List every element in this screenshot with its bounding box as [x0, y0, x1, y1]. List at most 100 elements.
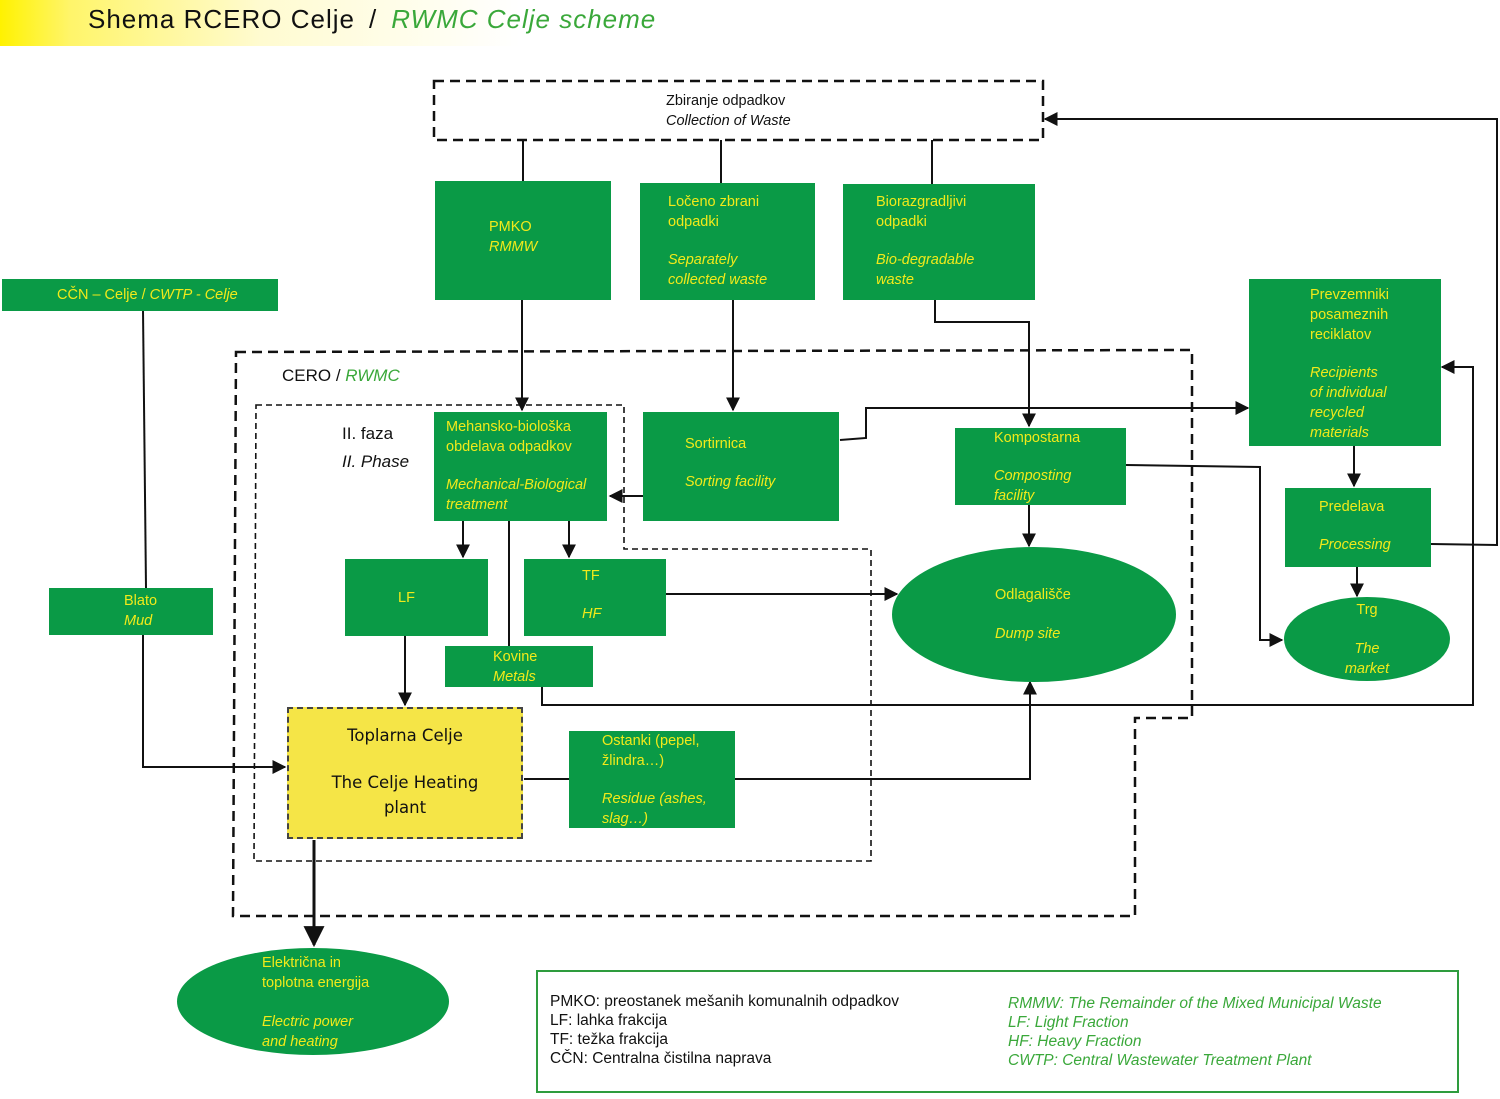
energy-label-en1: Electric power — [262, 1014, 354, 1030]
ccn-label-en: CWTP - Celje — [149, 287, 238, 303]
separate-label-en1: Separately — [668, 252, 738, 268]
recipients-label-en3: recycled — [1310, 405, 1364, 421]
phase-label-sl: II. faza — [342, 424, 394, 443]
residue-label-en1: Residue (ashes, — [602, 791, 707, 807]
compost-box: Kompostarna Composting facility — [955, 428, 1126, 505]
legend-row-lf: LF: lahka frakcija — [550, 1012, 668, 1029]
market-ellipse: Trg The market — [1284, 597, 1450, 681]
arrow-metals-recipients — [541, 360, 1474, 706]
arrow-compost-market — [1125, 464, 1284, 647]
dump-label-en: Dump site — [995, 626, 1061, 642]
heating-label-en1: The Celje Heating — [331, 773, 479, 792]
mbt-label-en2: treatment — [446, 497, 508, 513]
legend-row-tf: TF: težka frakcija — [550, 1031, 668, 1048]
page-title: Shema RCERO Celje/RWMC Celje scheme — [88, 4, 656, 35]
recipients-label-en4: materials — [1310, 425, 1369, 441]
legend-row-ccn: CČN: Centralna čistilna naprava — [550, 1050, 772, 1067]
separate-collection-box: Ločeno zbrani odpadki Separately collect… — [640, 183, 815, 300]
pmko-label-en: RMMW — [489, 239, 538, 255]
recipients-label-sl1: Prevzemniki — [1310, 287, 1389, 303]
legend-row-pmko: PMKO: preostanek mešanih komunalnih odpa… — [550, 993, 899, 1010]
metals-label-en: Metals — [493, 669, 536, 685]
arrow-bio-compost — [934, 300, 1036, 428]
arrow-processing-collection — [1043, 112, 1498, 547]
energy-label-sl2: toplotna energija — [262, 975, 370, 991]
ccn-box: CČN – Celje / CWTP - Celje — [2, 279, 278, 311]
collection-label-en: Collection of Waste — [666, 113, 791, 129]
dump-label-sl: Odlagališče — [995, 587, 1071, 603]
arrow-sorting-recipients — [839, 401, 1250, 441]
separate-label-en2: collected waste — [668, 272, 768, 288]
residue-label-sl2: žlindra…) — [602, 753, 665, 769]
legend-row-cwtp: CWTP: Central Wastewater Treatment Plant — [1008, 1052, 1312, 1069]
legend-slovene: PMKO: preostanek mešanih komunalnih odpa… — [550, 992, 899, 1068]
recipients-box: Prevzemniki posameznih reciklatov Recipi… — [1249, 279, 1441, 446]
bio-waste-box: Biorazgradljivi odpadki Bio-degradable w… — [843, 184, 1035, 300]
arrow-residue-dump — [735, 680, 1037, 780]
tf-label-sl: TF — [582, 568, 600, 584]
collection-dashed-border — [432, 79, 1045, 142]
market-label-en1: The — [1354, 641, 1380, 657]
mud-box: Blato Mud — [49, 588, 213, 635]
lf-box: LF — [345, 559, 488, 636]
mud-label-en: Mud — [124, 613, 153, 629]
recipients-label-en1: Recipients — [1310, 365, 1378, 381]
arrow-ccn-mud — [142, 309, 147, 589]
cero-label: CERO / RWMC — [282, 366, 400, 386]
cero-label-en: RWMC — [345, 366, 400, 385]
recipients-label-sl2: posameznih — [1310, 307, 1389, 323]
legend-row-light-fraction: LF: Light Fraction — [1008, 1014, 1129, 1031]
bio-label-en1: Bio-degradable — [876, 252, 975, 268]
recipients-label-sl3: reciklatov — [1310, 327, 1372, 343]
cero-boundary — [231, 348, 1194, 918]
energy-label-en2: and heating — [262, 1034, 338, 1050]
arrow-mud-heating — [142, 634, 287, 774]
sorting-label-sl: Sortirnica — [685, 436, 747, 452]
phase-label-en: II. Phase — [342, 452, 410, 471]
dump-site-ellipse: Odlagališče Dump site — [892, 547, 1176, 682]
heating-plant-box: Toplarna Celje The Celje Heating plant — [287, 707, 523, 839]
pmko-label-sl: PMKO — [489, 219, 532, 235]
compost-label-sl: Kompostarna — [994, 430, 1081, 446]
bio-label-en2: waste — [876, 272, 914, 288]
bio-label-sl2: odpadki — [876, 214, 927, 230]
separate-label-sl1: Ločeno zbrani — [668, 194, 760, 210]
collection-label-sl: Zbiranje odpadkov — [666, 93, 786, 109]
residue-label-sl1: Ostanki (pepel, — [602, 733, 700, 749]
legend-box: PMKO: preostanek mešanih komunalnih odpa… — [536, 970, 1459, 1093]
phase-label: II. faza II. Phase — [342, 420, 409, 476]
title-separator: / — [368, 4, 378, 34]
mud-label-sl: Blato — [124, 593, 158, 609]
heating-label-en2: plant — [383, 798, 427, 817]
processing-box: Predelava Processing — [1285, 488, 1431, 567]
mbt-label-sl1: Mehansko-biološka — [446, 419, 571, 435]
recipients-label-en2: of individual — [1310, 385, 1387, 401]
title-bar — [0, 0, 760, 46]
metals-box: Kovine Metals — [445, 646, 593, 687]
residue-box: Ostanki (pepel, žlindra…) Residue (ashes… — [569, 731, 735, 828]
processing-label-sl: Predelava — [1319, 499, 1385, 515]
metals-label-sl: Kovine — [493, 649, 538, 665]
sorting-label-en: Sorting facility — [685, 474, 776, 490]
lf-label: LF — [398, 590, 415, 606]
mbt-label-en1: Mechanical-Biological — [446, 477, 587, 493]
legend-row-heavy-fraction: HF: Heavy Fraction — [1008, 1033, 1142, 1050]
heating-label-sl: Toplarna Celje — [347, 726, 463, 745]
processing-label-en: Processing — [1319, 537, 1391, 553]
legend-english: RMMW: The Remainder of the Mixed Municip… — [1008, 994, 1382, 1070]
market-label-en2: market — [1344, 661, 1390, 677]
separate-label-sl2: odpadki — [668, 214, 719, 230]
mbt-label-sl2: obdelava odpadkov — [446, 439, 572, 455]
mbt-box: Mehansko-biološka obdelava odpadkov Mech… — [434, 412, 607, 521]
collection-label: Zbiranje odpadkov Collection of Waste — [666, 91, 791, 131]
cero-label-sl: CERO / — [282, 366, 346, 385]
tf-box: TF HF — [524, 559, 666, 636]
tf-label-en: HF — [582, 606, 602, 622]
energy-label-sl1: Električna in — [262, 955, 341, 971]
title-english: RWMC Celje scheme — [391, 4, 657, 34]
ccn-label-sl: CČN – Celje / — [57, 287, 150, 303]
compost-label-en1: Composting — [994, 468, 1072, 484]
residue-label-en2: slag…) — [602, 811, 648, 827]
energy-ellipse: Električna in toplotna energija Electric… — [177, 948, 449, 1055]
